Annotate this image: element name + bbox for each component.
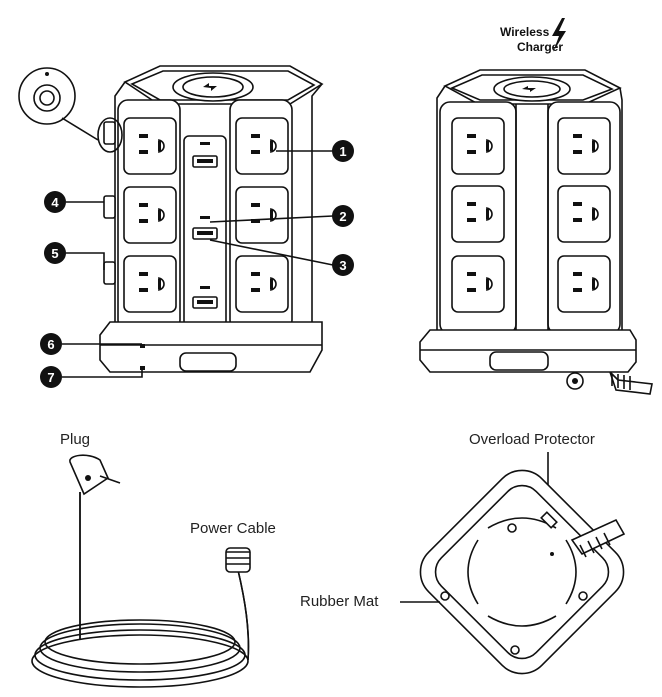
ac-outlet xyxy=(235,186,289,244)
svg-text:7: 7 xyxy=(47,370,54,385)
usb-port xyxy=(192,155,218,168)
ac-outlet xyxy=(557,255,611,313)
ac-outlet xyxy=(123,186,177,244)
callout-1: 1 xyxy=(332,140,354,162)
callout-2: 2 xyxy=(332,205,354,227)
callout-6: 6 xyxy=(40,333,62,355)
svg-text:Plug: Plug xyxy=(60,431,90,448)
svg-text:Rubber Mat: Rubber Mat xyxy=(300,593,379,610)
callout-4: 4 xyxy=(44,191,66,213)
plug-and-cable: Plug Power Cable xyxy=(31,431,276,688)
svg-text:Overload Protector: Overload Protector xyxy=(469,431,595,448)
svg-text:3: 3 xyxy=(339,258,346,273)
ac-outlet xyxy=(235,255,289,313)
svg-text:4: 4 xyxy=(51,195,59,210)
svg-text:Charger: Charger xyxy=(517,40,563,54)
ac-outlet xyxy=(451,117,505,175)
svg-text:1: 1 xyxy=(339,144,346,159)
svg-text:5: 5 xyxy=(51,246,58,261)
power-tower-front xyxy=(99,65,324,373)
callout-5: 5 xyxy=(44,242,66,264)
svg-text:6: 6 xyxy=(47,337,54,352)
power-switch-detail xyxy=(18,67,123,153)
lightning-bolt-icon xyxy=(552,18,566,52)
wireless-charger-brand: Wireless Charger xyxy=(500,18,566,54)
ac-outlet xyxy=(451,185,505,243)
ac-outlet xyxy=(557,185,611,243)
ac-outlet xyxy=(123,255,177,313)
ac-outlet xyxy=(123,117,177,175)
callout-3: 3 xyxy=(332,254,354,276)
svg-text:Power Cable: Power Cable xyxy=(190,520,276,537)
svg-text:Wireless: Wireless xyxy=(500,25,550,39)
usb-port xyxy=(192,296,218,309)
ac-outlet xyxy=(451,255,505,313)
base-bottom-view: Overload Protector Rubber Mat xyxy=(300,431,626,675)
power-tower-back xyxy=(419,69,653,395)
ac-outlet xyxy=(557,117,611,175)
ac-outlet xyxy=(235,117,289,175)
callout-leaders xyxy=(62,150,334,378)
callout-7: 7 xyxy=(40,366,62,388)
usb-port xyxy=(192,227,218,240)
svg-text:2: 2 xyxy=(339,209,346,224)
